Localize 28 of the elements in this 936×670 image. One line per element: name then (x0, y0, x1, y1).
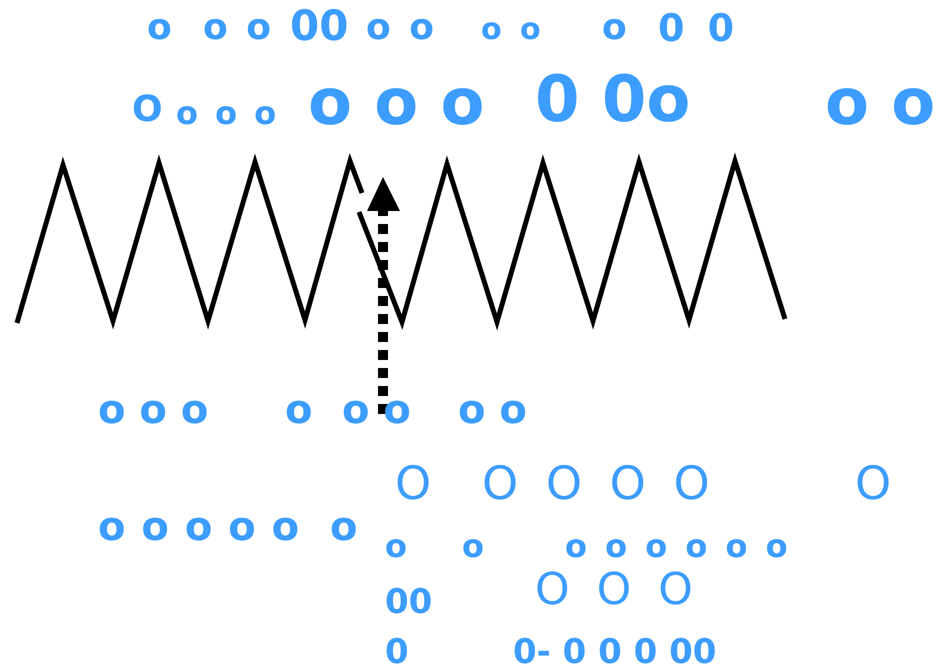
text-label: O (855, 460, 892, 506)
text-label: 0 (385, 635, 409, 669)
text-label: 00 (290, 5, 348, 47)
text-label: o o o (176, 97, 276, 129)
text-label: 0 0 (658, 9, 734, 47)
text-label: 0- 0 0 0 00 (513, 635, 716, 669)
text-label: O (395, 460, 432, 506)
text-label: O O O (535, 568, 693, 612)
text-label: o o o o o o (565, 530, 788, 562)
text-label: o o o o o (98, 507, 300, 547)
text-label: o o (458, 390, 527, 430)
text-label: o o (203, 10, 271, 46)
text-label: o (462, 530, 484, 562)
text-label: 00 (385, 585, 432, 619)
text-label: o o (481, 15, 541, 45)
text-label: 0 0o (535, 68, 690, 132)
text-label: o (385, 530, 407, 562)
text-label: o (285, 390, 312, 430)
text-label: O (132, 92, 163, 128)
text-label: o (330, 507, 358, 547)
text-label: o o (342, 390, 411, 430)
text-label: o o (366, 10, 434, 46)
text-label: o o o (98, 390, 208, 430)
text-label: O O O O (482, 460, 710, 506)
text-label: o o (825, 71, 936, 135)
text-label: o (147, 10, 172, 46)
text-label: o o o (308, 71, 484, 135)
text-label: o (602, 10, 627, 46)
